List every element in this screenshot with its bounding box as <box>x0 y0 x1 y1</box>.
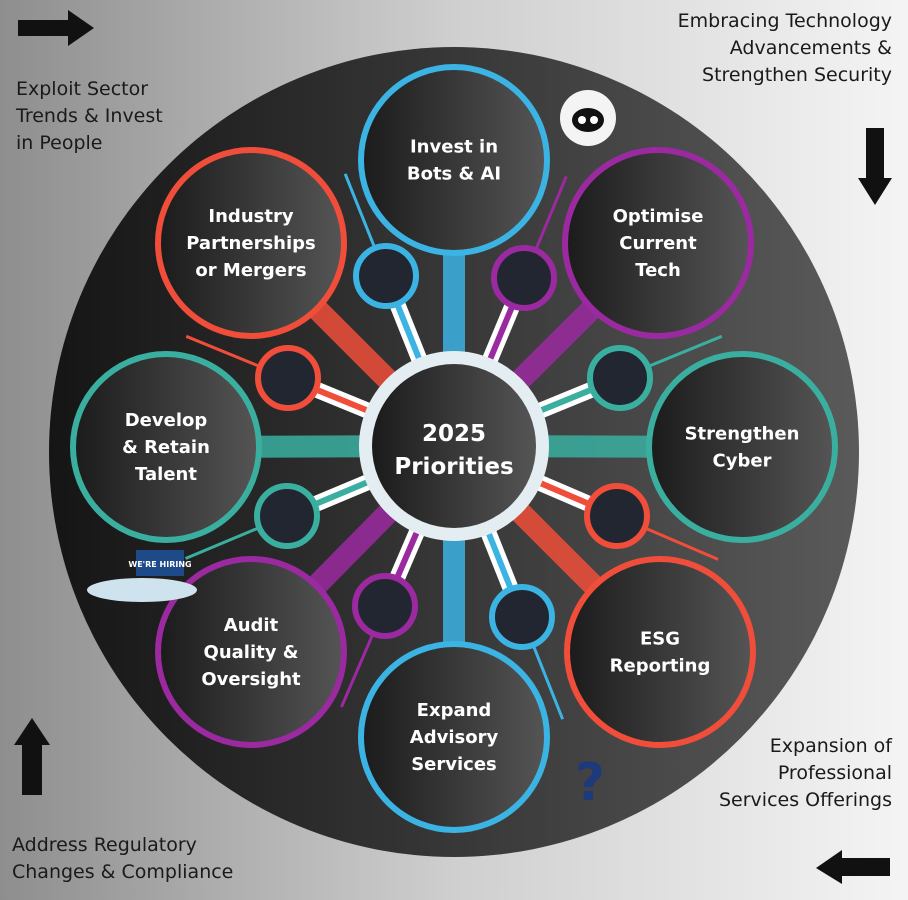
center-title-line1: 2025 <box>422 421 486 447</box>
priority-label-line: Expand <box>417 700 492 721</box>
priority-label-line: Partnerships <box>186 233 316 254</box>
node-esg-reporting <box>584 483 650 549</box>
priority-label-line: Optimise <box>613 206 704 227</box>
priority-label-line: Develop <box>125 410 208 431</box>
priority-label-line: & Retain <box>122 437 210 458</box>
hiring-sign-text: WE'RE HIRING <box>128 560 191 569</box>
priority-label-line: ESG <box>640 629 680 650</box>
node-audit-quality-oversight <box>352 573 418 639</box>
corner-text-top-right: Embracing Technology Advancements & Stre… <box>677 10 892 86</box>
priority-label-line: Talent <box>135 464 197 485</box>
arrow-right-icon <box>18 10 94 46</box>
center-title-line2: Priorities <box>394 454 513 480</box>
node-expand-advisory-services <box>489 584 555 650</box>
priority-label-line: Current <box>619 233 697 254</box>
arrow-left-icon <box>816 850 890 884</box>
priority-label-line: Quality & <box>204 642 299 663</box>
priority-label-line: Invest in <box>410 137 498 158</box>
node-invest-bots-ai <box>353 243 419 309</box>
priority-invest-bots-ai: Invest in Bots & AI <box>358 64 550 256</box>
robot-icon <box>560 90 616 146</box>
corner-text-bottom-left: Address Regulatory Changes & Compliance <box>12 834 234 883</box>
priority-label-line: Tech <box>635 260 681 281</box>
corner-text-top-left: Exploit Sector Trends & Invest in People <box>16 78 163 154</box>
node-industry-partnerships-mergers <box>255 345 321 411</box>
center-hub: 2025 Priorities <box>359 351 549 541</box>
priority-label-line: Audit <box>224 615 279 636</box>
question-mark-icon: ? <box>575 753 605 813</box>
arrow-down-icon <box>858 128 892 205</box>
priority-esg-reporting: ESG Reporting <box>564 556 756 748</box>
node-strengthen-cyber <box>587 345 653 411</box>
arrow-up-icon <box>14 718 50 795</box>
priority-label-line: Reporting <box>610 656 711 677</box>
priority-label-line: Cyber <box>713 451 772 472</box>
priority-label-line: Strengthen <box>685 424 800 445</box>
corner-text-bottom-right: Expansion of Professional Services Offer… <box>719 735 892 811</box>
node-develop-retain-talent <box>254 483 320 549</box>
priority-label-line: Oversight <box>201 669 301 690</box>
priority-label-line: or Mergers <box>195 260 306 281</box>
priority-label-line: Bots & AI <box>407 164 501 185</box>
hiring-illustration: WE'RE HIRING <box>87 550 197 602</box>
node-optimise-current-tech <box>491 245 557 311</box>
svg-text:?: ? <box>575 753 605 813</box>
priority-label-line: Advisory <box>410 727 499 748</box>
priority-label-line: Industry <box>208 206 293 227</box>
arrows <box>14 10 892 884</box>
priority-label-line: Services <box>411 754 497 775</box>
